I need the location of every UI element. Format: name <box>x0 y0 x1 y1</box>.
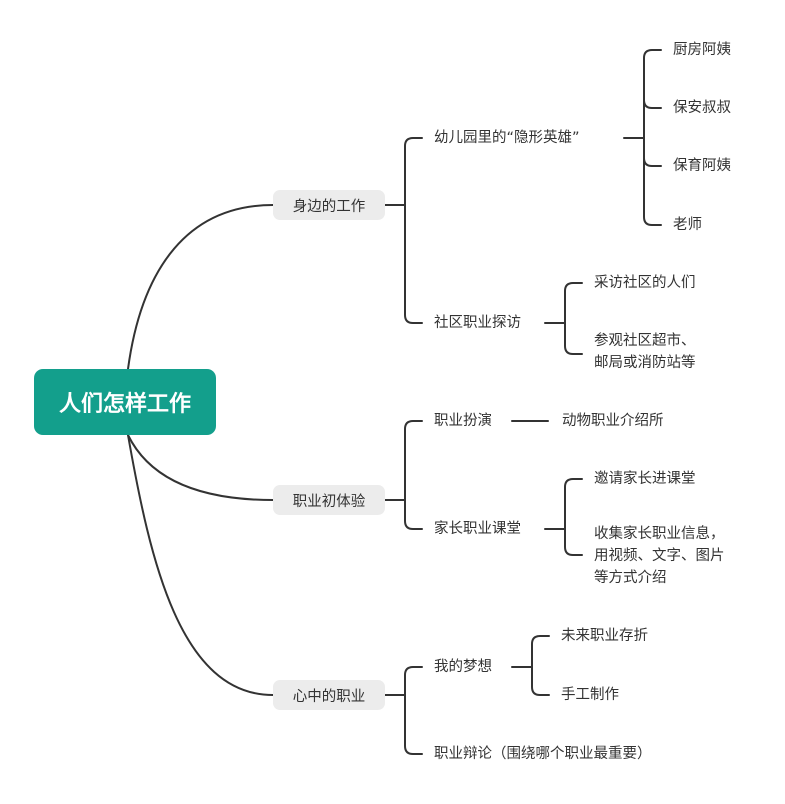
leaf-interview-community[interactable]: 采访社区的人们 <box>594 275 696 291</box>
leaf-collect-line-2: 用视频、文字、图片 <box>594 548 725 564</box>
subtopic-role-play[interactable]: 职业扮演 <box>434 413 492 429</box>
connector-root-branch-1 <box>127 204 274 370</box>
branch-topic-job-experience[interactable]: 职业初体验 <box>273 485 385 515</box>
leaf-invite-parents[interactable]: 邀请家长进课堂 <box>594 471 696 487</box>
leaf-collect-line-3: 等方式介绍 <box>594 570 667 586</box>
leaf-security-uncle[interactable]: 保安叔叔 <box>673 100 731 116</box>
subtopic-my-dream[interactable]: 我的梦想 <box>434 659 492 675</box>
leaf-collect-parent-info[interactable]: 收集家长职业信息， 用视频、文字、图片 等方式介绍 <box>594 523 725 589</box>
leaf-kitchen-auntie[interactable]: 厨房阿姨 <box>673 42 731 58</box>
connector-community-visit-bracket <box>564 282 583 355</box>
leaf-visit-community-places[interactable]: 参观社区超市、 邮局或消防站等 <box>594 330 696 374</box>
leaf-animal-job-agency[interactable]: 动物职业介绍所 <box>562 413 664 429</box>
branch-topic-nearby-work[interactable]: 身边的工作 <box>273 190 385 220</box>
subtopic-hidden-heroes[interactable]: 幼儿园里的“隐形英雄” <box>434 130 580 146</box>
branch-topic-dream-job[interactable]: 心中的职业 <box>273 680 385 710</box>
leaf-visit-line-2: 邮局或消防站等 <box>594 355 696 371</box>
connector-hidden-heroes-bracket <box>643 49 662 226</box>
subtopic-job-debate[interactable]: 职业辩论（围绕哪个职业最重要） <box>434 746 652 762</box>
subtopic-community-visit[interactable]: 社区职业探访 <box>434 315 521 331</box>
leaf-handcraft[interactable]: 手工制作 <box>561 687 619 703</box>
connector-branch-1-bracket <box>404 137 423 324</box>
subtopic-parent-class[interactable]: 家长职业课堂 <box>434 521 521 537</box>
leaf-visit-line-1: 参观社区超市、 <box>594 333 696 349</box>
connector-root-branch-3 <box>127 434 274 696</box>
root-topic[interactable]: 人们怎样工作 <box>34 369 216 435</box>
leaf-future-job-passbook[interactable]: 未来职业存折 <box>561 628 648 644</box>
leaf-teacher[interactable]: 老师 <box>673 217 702 233</box>
connector-branch-2-bracket <box>404 420 423 530</box>
leaf-caregiver-auntie[interactable]: 保育阿姨 <box>673 158 731 174</box>
connector-root-branch-2 <box>127 434 274 501</box>
connector-branch-3-bracket <box>404 666 423 755</box>
connector-my-dream-bracket <box>531 635 550 696</box>
leaf-collect-line-1: 收集家长职业信息， <box>594 526 725 542</box>
connector-parent-class-bracket <box>564 478 583 556</box>
